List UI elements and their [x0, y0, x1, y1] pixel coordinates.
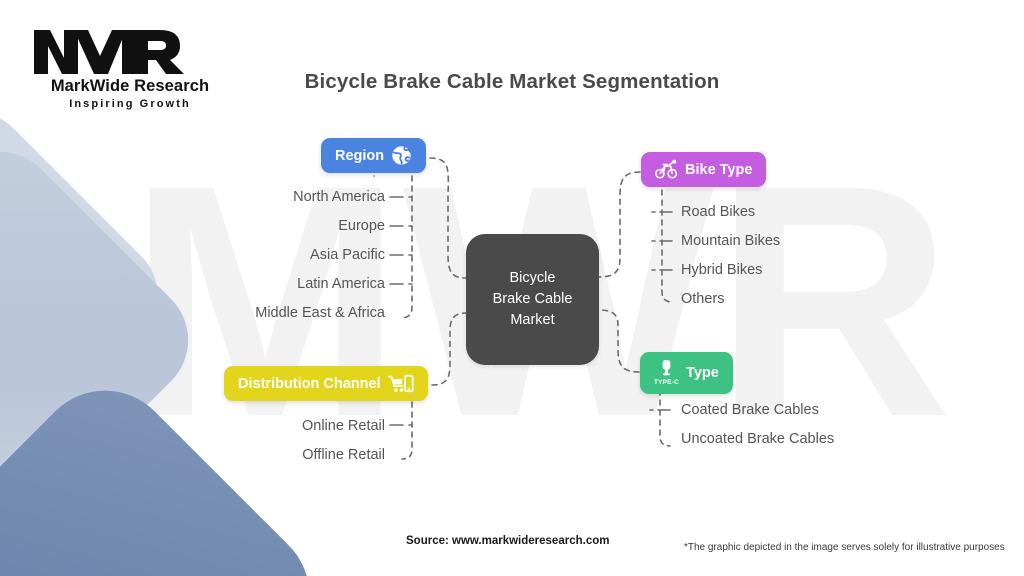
- brand-tagline: Inspiring Growth: [69, 98, 191, 110]
- globe-icon: [391, 145, 412, 166]
- brand-logo: MarkWide Research Inspiring Growth: [30, 24, 230, 110]
- bicycle-icon: [655, 159, 678, 180]
- usb-type-c-icon: TYPE-C: [654, 359, 679, 387]
- central-node[interactable]: Bicycle Brake Cable Market: [466, 234, 599, 365]
- leaf-distribution-channel-1[interactable]: Offline Retail: [302, 447, 385, 463]
- branch-label-distribution-channel: Distribution Channel: [238, 375, 381, 392]
- leaf-bike-type-2[interactable]: Hybrid Bikes: [681, 262, 763, 278]
- central-node-label: Bicycle Brake Cable Market: [492, 270, 573, 328]
- branch-label-bike-type: Bike Type: [685, 161, 753, 178]
- leaf-bike-type-0[interactable]: Road Bikes: [681, 204, 756, 220]
- branch-badge-type[interactable]: TYPE-C Type: [640, 352, 733, 394]
- branch-label-region: Region: [335, 147, 385, 164]
- leaf-type-1[interactable]: Uncoated Brake Cables: [681, 431, 835, 447]
- source-text: Source: www.markwideresearch.com: [406, 535, 610, 547]
- leaf-region-4[interactable]: Middle East & Africa: [255, 305, 385, 321]
- leaf-bike-type-3[interactable]: Others: [681, 291, 725, 307]
- branch-badge-region[interactable]: Region: [321, 138, 427, 173]
- leaf-region-2[interactable]: Asia Pacific: [310, 247, 385, 263]
- leaf-region-1[interactable]: Europe: [338, 218, 385, 234]
- leaf-region-0[interactable]: North America: [293, 189, 385, 205]
- shopping-cart-mobile-icon: [387, 373, 414, 394]
- leaf-region-3[interactable]: Latin America: [297, 276, 385, 292]
- branch-badge-bike-type[interactable]: Bike Type: [641, 152, 767, 187]
- disclaimer-text: *The graphic depicted in the image serve…: [684, 542, 1005, 553]
- page-title: Bicycle Brake Cable Market Segmentation: [304, 70, 720, 93]
- branch-label-type: Type: [686, 364, 719, 381]
- leaf-bike-type-1[interactable]: Mountain Bikes: [681, 233, 781, 249]
- leaf-type-0[interactable]: Coated Brake Cables: [681, 402, 819, 418]
- brand-name: MarkWide Research: [50, 77, 210, 95]
- branch-badge-distribution-channel[interactable]: Distribution Channel: [224, 366, 428, 401]
- mwr-logo-mark: [34, 30, 184, 74]
- leaf-distribution-channel-0[interactable]: Online Retail: [301, 418, 385, 434]
- usb-type-c-caption: TYPE-C: [654, 379, 680, 386]
